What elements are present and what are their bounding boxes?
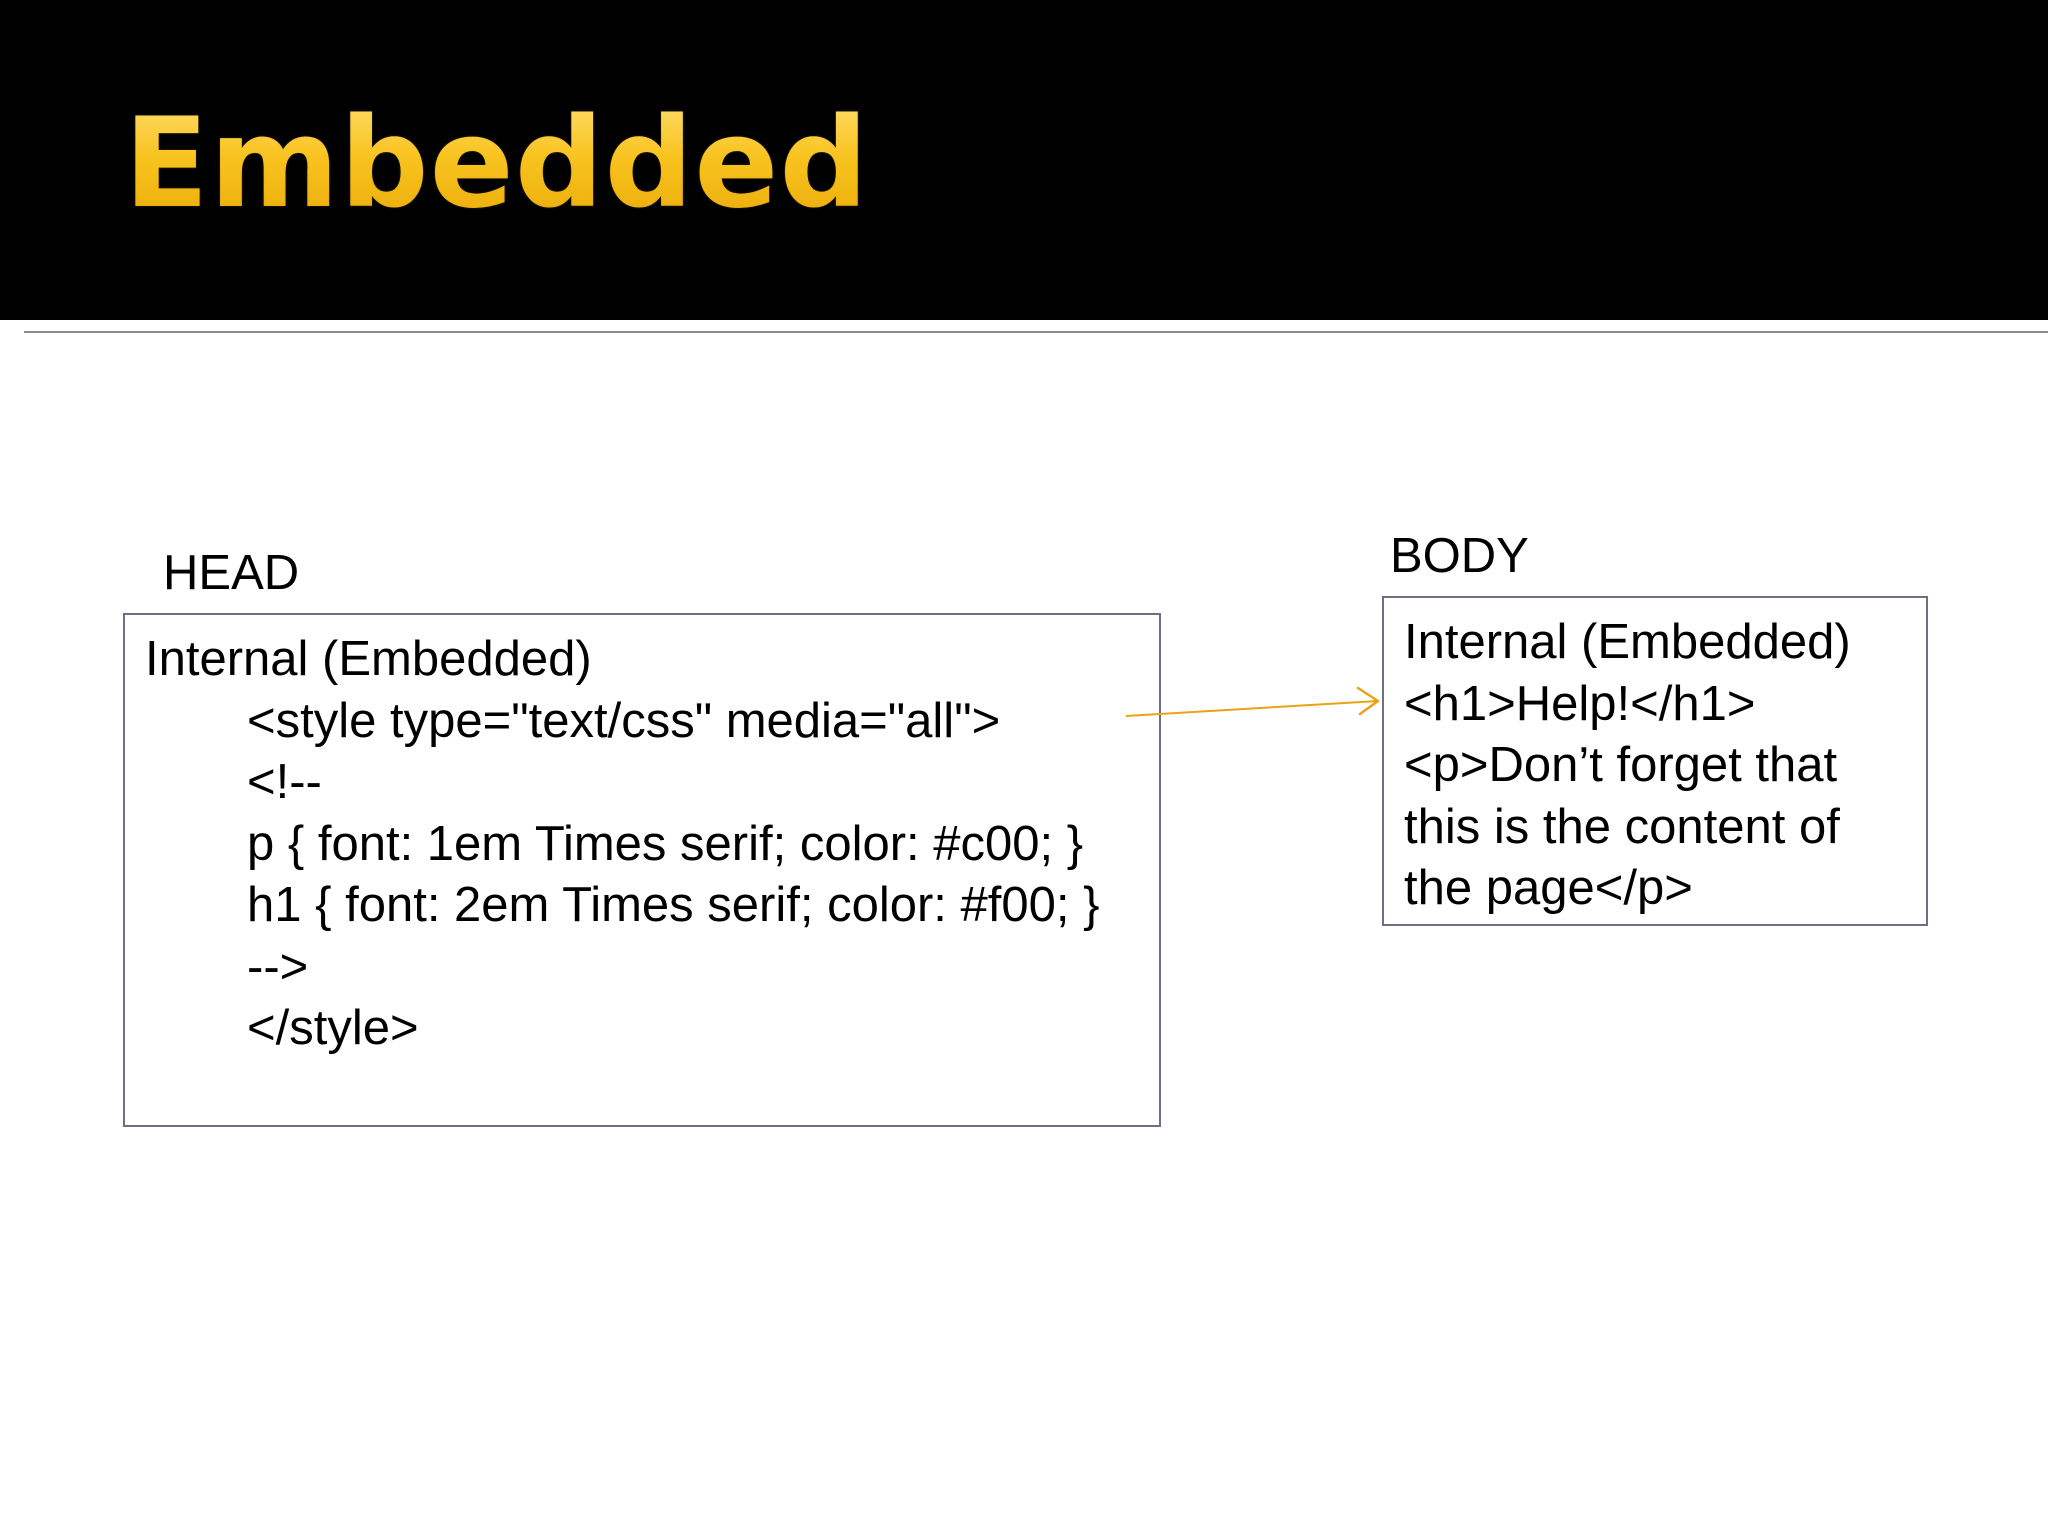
head-code-line: </style> bbox=[247, 1001, 419, 1055]
head-code-line: <!-- bbox=[247, 755, 322, 809]
head-code-line: h1 { font: 2em Times serif; color: #f00;… bbox=[247, 878, 1100, 932]
body-code-line: <p>Don’t forget that bbox=[1404, 738, 1838, 792]
head-section-label: HEAD bbox=[163, 546, 300, 600]
body-code-box: Internal (Embedded) <h1>Help!</h1> <p>Do… bbox=[1382, 596, 1928, 926]
head-code-line: p { font: 1em Times serif; color: #c00; … bbox=[247, 816, 1084, 871]
body-code-line: this is the content of bbox=[1404, 799, 1840, 854]
head-code-box: Internal (Embedded) <style type="text/cs… bbox=[123, 613, 1161, 1127]
body-section-label: BODY bbox=[1390, 529, 1529, 583]
body-code-line: Internal (Embedded) bbox=[1404, 615, 1851, 669]
title-bar: Embedded bbox=[0, 0, 2048, 320]
slide-title: Embedded bbox=[124, 92, 870, 236]
head-code-line: --> bbox=[247, 939, 309, 994]
body-code-line: the page</p> bbox=[1404, 861, 1693, 915]
head-code-line: Internal (Embedded) bbox=[145, 632, 592, 686]
body-code-line: <h1>Help!</h1> bbox=[1404, 676, 1756, 731]
title-divider bbox=[24, 331, 2048, 333]
head-code-line: <style type="text/css" media="all"> bbox=[247, 693, 1001, 748]
